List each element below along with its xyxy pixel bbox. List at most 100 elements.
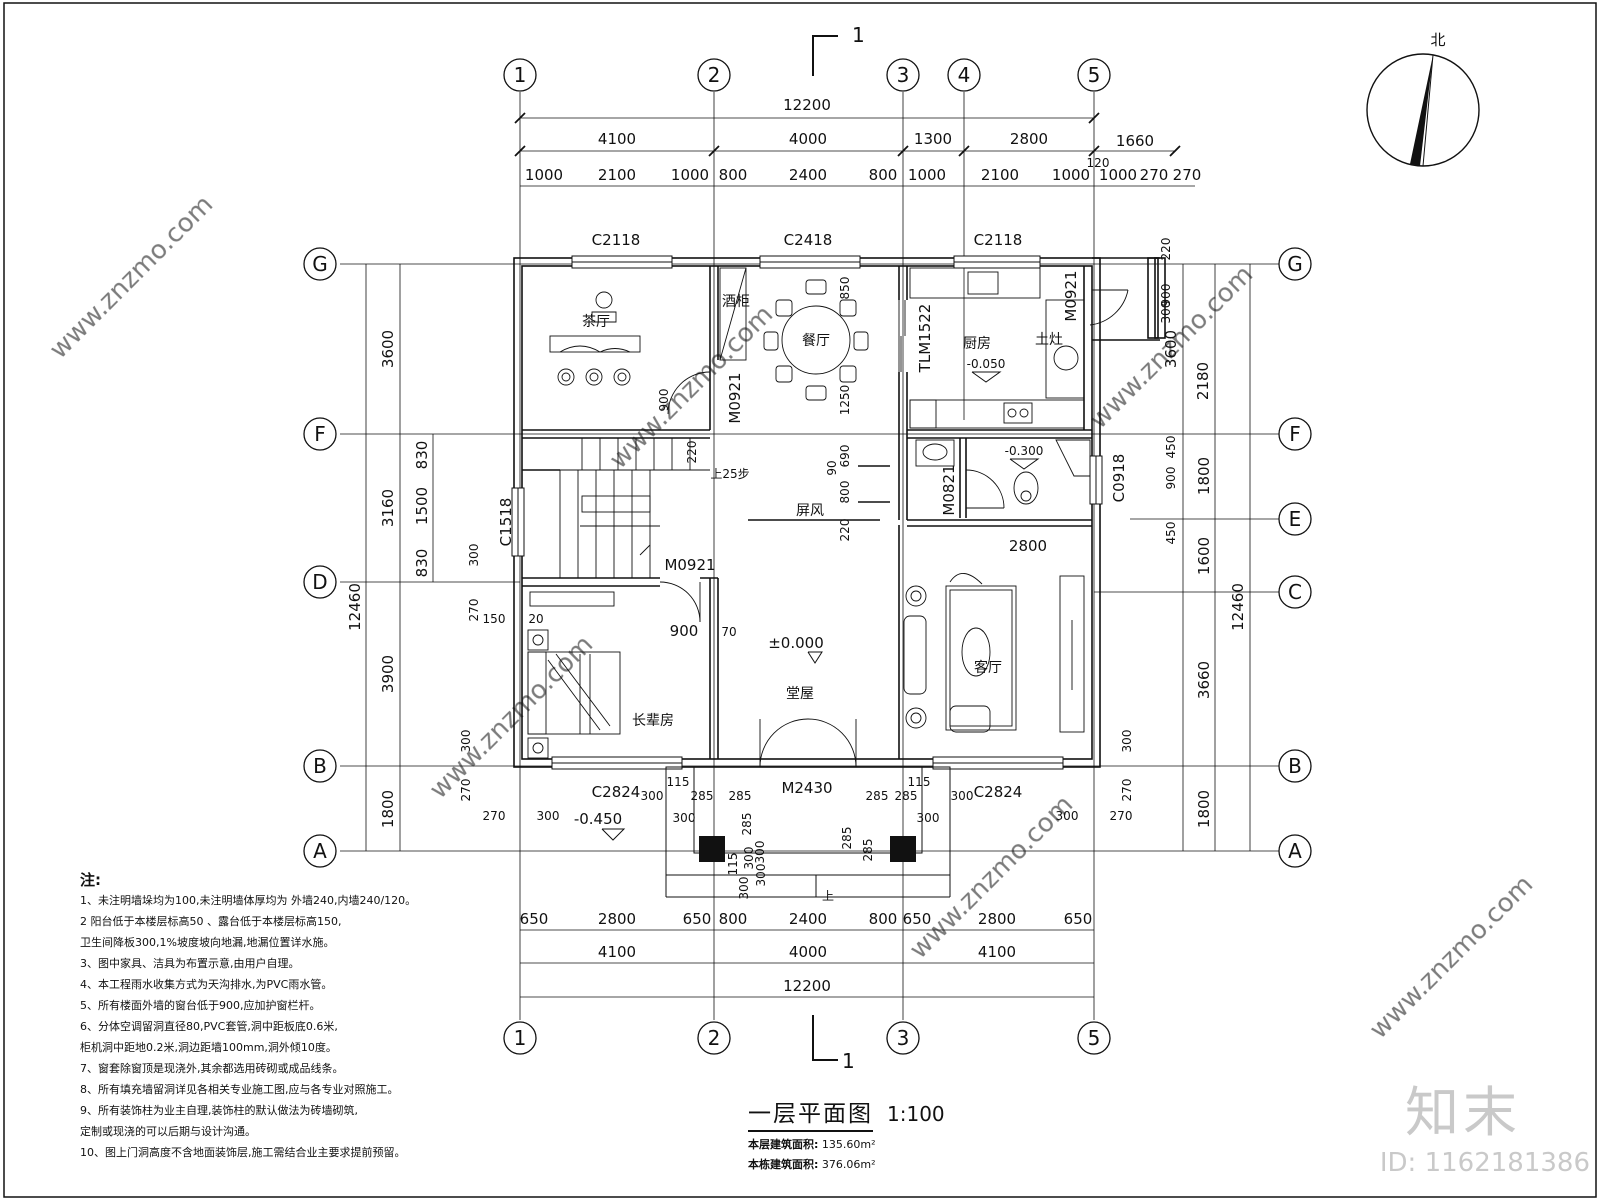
screen-partition bbox=[748, 465, 890, 521]
dim-top-fine: 1000 bbox=[671, 166, 709, 184]
note-line: 10、图上门洞高度不含地面装饰层,施工需结合业主要求提前预留。 bbox=[80, 1146, 406, 1159]
svg-text:300: 300 bbox=[641, 789, 664, 803]
dim-bottom-fine: 650 bbox=[683, 910, 712, 928]
section-label-bottom: 1 bbox=[842, 1049, 855, 1073]
image-id-label: ID: 1162181386 bbox=[1379, 1148, 1590, 1178]
svg-text:300: 300 bbox=[673, 811, 696, 825]
dim-top-fine: 270 bbox=[1173, 166, 1202, 184]
brand-watermark: 知末 bbox=[1405, 1081, 1521, 1144]
north-arrow-icon bbox=[1366, 53, 1480, 167]
svg-text:220: 220 bbox=[838, 519, 852, 542]
dim-bottom-fine: 650 bbox=[520, 910, 549, 928]
opening-label: M0921 bbox=[1062, 270, 1080, 321]
dim-left-small: 300 bbox=[537, 809, 560, 823]
note-line: 3、图中家具、洁具为布置示意,由用户自理。 bbox=[80, 957, 300, 970]
svg-text:G: G bbox=[1287, 252, 1303, 276]
svg-text:300: 300 bbox=[917, 811, 940, 825]
opening-label: M2430 bbox=[781, 779, 832, 797]
svg-text:285: 285 bbox=[895, 789, 918, 803]
svg-text:300: 300 bbox=[742, 847, 756, 870]
note-line: 2 阳台低于本楼层标高50 、露台低于本楼层标高150, bbox=[80, 915, 342, 928]
dim-left-total: 12460 bbox=[346, 583, 364, 631]
svg-text:285: 285 bbox=[840, 827, 854, 850]
svg-text:2800: 2800 bbox=[1009, 537, 1047, 555]
note-line: 4、本工程雨水收集方式为天沟排水,为PVC雨水管。 bbox=[80, 978, 333, 991]
svg-text:F: F bbox=[1289, 422, 1301, 446]
svg-text:5: 5 bbox=[1088, 1026, 1101, 1050]
dim-left-inner: 830 bbox=[413, 549, 431, 578]
opening-label: C2824 bbox=[974, 783, 1023, 801]
svg-text:70: 70 bbox=[721, 625, 736, 639]
room-tea: 茶厅 bbox=[582, 314, 610, 330]
svg-text:690: 690 bbox=[838, 445, 852, 468]
svg-text:-0.050: -0.050 bbox=[967, 357, 1006, 371]
dim-top-fine: 2100 bbox=[598, 166, 636, 184]
svg-text:G: G bbox=[312, 252, 328, 276]
stairs-up-label: 上25步 bbox=[710, 467, 749, 481]
top-dimension-chains bbox=[514, 112, 1195, 187]
section-marker-top bbox=[812, 35, 838, 76]
dim-left-small: 300 bbox=[467, 544, 481, 567]
dim-top-mid: 1300 bbox=[914, 130, 952, 148]
dim-top-total: 12200 bbox=[783, 96, 831, 114]
dim-bottom-fine: 650 bbox=[903, 910, 932, 928]
right-dimension-chains bbox=[1182, 264, 1251, 851]
dim-top-fine: 1000 bbox=[908, 166, 946, 184]
svg-text:300: 300 bbox=[951, 789, 974, 803]
svg-text:800: 800 bbox=[838, 481, 852, 504]
dim-right-inner: 900 bbox=[1159, 284, 1173, 307]
svg-text:285: 285 bbox=[729, 789, 752, 803]
porch-column-right bbox=[890, 836, 916, 862]
dim-bottom-fine: 2400 bbox=[789, 910, 827, 928]
note-line: 8、所有填充墙留洞详见各相关专业施工图,应与各专业对照施工。 bbox=[80, 1083, 399, 1096]
dim-bottom-mid: 4100 bbox=[978, 943, 1016, 961]
dim-right-inner: 1800 bbox=[1195, 457, 1213, 495]
dim-left-inner: 1500 bbox=[413, 487, 431, 525]
axis-bubbles-right: G F E C B A bbox=[1278, 247, 1312, 868]
dim-right-inner: 1800 bbox=[1195, 790, 1213, 828]
svg-text:850: 850 bbox=[838, 277, 852, 300]
svg-text:A: A bbox=[1288, 839, 1302, 863]
opening-label: M0921 bbox=[664, 556, 715, 574]
svg-text:3: 3 bbox=[897, 1026, 910, 1050]
room-elder: 长辈房 bbox=[632, 713, 674, 729]
dim-left-small: 270 bbox=[467, 599, 481, 622]
dim-left-outer: 3600 bbox=[379, 330, 397, 368]
drawing-title: 一层平面图 bbox=[748, 1094, 873, 1132]
total-area: 本栋建筑面积: 376.06m² bbox=[748, 1158, 876, 1171]
svg-text:285: 285 bbox=[740, 813, 754, 836]
dim-right-inner: 450 bbox=[1164, 522, 1178, 545]
dim-bottom-mid: 4000 bbox=[789, 943, 827, 961]
dim-bottom-mid: 4100 bbox=[598, 943, 636, 961]
dim-bottom-fine: 800 bbox=[719, 910, 748, 928]
dim-left-inner: 830 bbox=[413, 441, 431, 470]
dim-right-inner: 300 bbox=[1159, 301, 1173, 324]
dim-top-fine: 2400 bbox=[789, 166, 827, 184]
svg-text:285: 285 bbox=[861, 839, 875, 862]
svg-text:E: E bbox=[1289, 507, 1302, 531]
opening-label: C2418 bbox=[784, 231, 833, 249]
opening-label: M0821 bbox=[940, 464, 958, 515]
note-line: 7、窗套除窗顶是现浇外,其余都选用砖砌或成品线条。 bbox=[80, 1062, 344, 1075]
dim-top-mid: 2800 bbox=[1010, 130, 1048, 148]
svg-text:285: 285 bbox=[691, 789, 714, 803]
room-wine-cabinet: 酒柜 bbox=[722, 294, 750, 310]
dim-right-inner: 1600 bbox=[1195, 537, 1213, 575]
svg-text:D: D bbox=[312, 570, 327, 594]
svg-text:90: 90 bbox=[825, 460, 839, 475]
svg-text:±0.000: ±0.000 bbox=[768, 634, 824, 652]
note-line: 柜机洞中距地0.2米,洞边距墙100mm,洞外倾10度。 bbox=[80, 1041, 337, 1054]
doors bbox=[659, 289, 1129, 768]
svg-text:220: 220 bbox=[685, 441, 699, 464]
opening-label: C1518 bbox=[497, 498, 515, 547]
walls bbox=[513, 257, 1166, 768]
svg-text:5: 5 bbox=[1088, 63, 1101, 87]
bottom-dimension-chains bbox=[520, 929, 1094, 998]
dim-top-fine: 800 bbox=[869, 166, 898, 184]
opening-label: C2118 bbox=[974, 231, 1023, 249]
svg-text:1: 1 bbox=[514, 1026, 527, 1050]
dim-top-fine: 1000 bbox=[1099, 166, 1137, 184]
drawing-scale: 1:100 bbox=[887, 1102, 945, 1126]
